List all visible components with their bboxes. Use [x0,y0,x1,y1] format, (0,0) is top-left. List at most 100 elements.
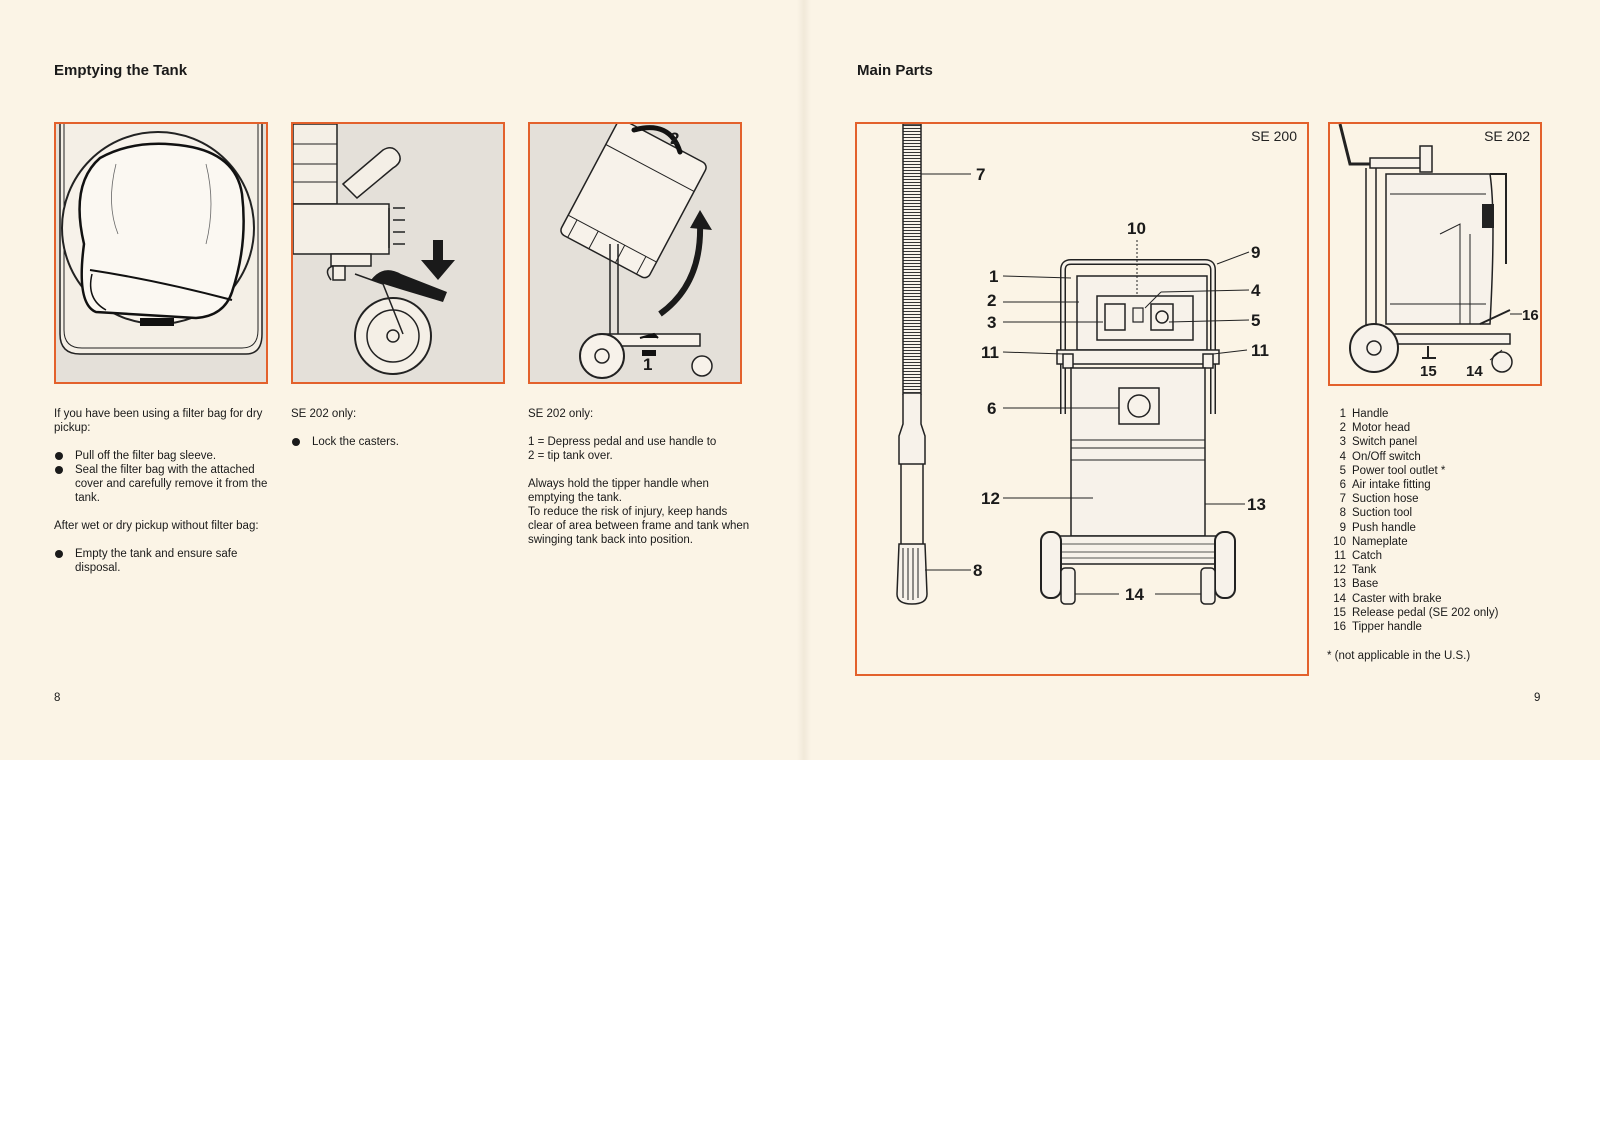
list-item: Seal the filter bag with the attached co… [54,463,274,505]
figure-main-parts: SE 200 [855,122,1309,676]
part-name: Air intake fitting [1352,479,1431,492]
page-number-left: 8 [54,692,61,704]
figure-callout: 6 [987,399,996,418]
figure-callout: 8 [973,561,982,580]
list-item: 1 Handle [1330,407,1498,421]
part-name: Nameplate [1352,535,1408,548]
bullet-icon [55,452,63,460]
part-number: 1 [1339,408,1346,420]
list-item: 16 Tipper handle [1330,620,1498,634]
list-item: 7 Suction hose [1330,492,1498,506]
part-name: Handle [1352,408,1389,420]
filter-bag-illustration [59,124,263,355]
part-name: Tank [1352,564,1377,577]
figure-callout: 11 [1251,341,1269,360]
figure-tipping-tank: 2 1 [528,122,742,384]
part-number: 13 [1333,578,1346,591]
part-name: Release pedal (SE 202 only) [1352,606,1499,619]
tipping-tank-illustration: 2 1 [560,124,713,379]
manual-spread: Emptying the Tank [0,0,1600,760]
part-number: 2 [1339,422,1346,435]
figure-callout: 5 [1251,311,1260,330]
part-number: 7 [1339,493,1346,506]
figure-callout: 16 [1522,307,1539,324]
list-item: 12 Tank [1330,563,1498,577]
figure-callout: 9 [1251,243,1260,262]
text-column-1: If you have been using a filter bag for … [54,407,274,589]
part-name: Tipper handle [1352,621,1422,634]
bullet-icon [55,550,63,558]
part-number: 5 [1339,464,1346,477]
figure-callout: 12 [981,489,1000,508]
figure-callout: 7 [976,165,985,184]
left-page-heading: Emptying the Tank [54,62,188,79]
figure-filter-bag [54,122,268,384]
part-number: 10 [1333,535,1346,548]
part-number: 3 [1339,436,1346,449]
part-number: 8 [1339,507,1346,520]
figure-callout: 2 [987,291,996,310]
figure-callout: 2 [670,129,679,148]
figure-callout: 10 [1127,219,1146,238]
list-item: 8 Suction tool [1330,506,1498,520]
figure-callout: 1 [643,355,652,374]
list-item: 2 Motor head [1330,421,1498,435]
list-item: Pull off the filter bag sleeve. [54,449,274,463]
list-item: 15 Release pedal (SE 202 only) [1330,606,1498,620]
warning-1: Always hold the tipper handle when empty… [528,478,709,504]
part-number: 6 [1339,479,1346,492]
figure-callout: 3 [987,313,996,332]
vacuum-se202-illustration: 16 15 14 [1338,124,1539,380]
list-item: 6 Air intake fitting [1330,478,1498,492]
part-name: Suction tool [1352,507,1413,520]
figure-callout: 11 [981,343,999,362]
figure-callout: 13 [1247,495,1266,514]
right-page-heading: Main Parts [857,62,933,79]
figure-callout: 14 [1125,585,1144,604]
model-label: SE 200 [1251,128,1297,144]
part-name: Catch [1352,550,1383,563]
part-number: 4 [1339,450,1346,463]
part-number: 15 [1333,606,1346,619]
text-column-2: SE 202 only: Lock the casters. [291,407,511,463]
bullet-icon [55,466,63,474]
paragraph: After wet or dry pickup without filter b… [54,520,259,532]
part-name: Caster with brake [1352,592,1442,605]
bullet-list: Lock the casters. [291,435,511,449]
figure-se202: SE 202 16 15 14 [1328,122,1542,386]
part-number: 12 [1333,564,1346,577]
figure-callout: 14 [1466,363,1483,380]
part-name: Motor head [1352,422,1411,435]
bullet-icon [292,438,300,446]
part-number: 16 [1333,621,1346,634]
part-number: 11 [1334,550,1346,563]
list-item-text: Pull off the filter bag sleeve. [75,450,217,462]
part-name: Switch panel [1352,436,1418,449]
bullet-list: Pull off the filter bag sleeve. Seal the… [54,449,274,505]
vacuum-se200-illustration: 7 10 9 1 2 3 4 5 11 11 6 12 13 8 14 [896,124,1269,605]
list-item: 10 Nameplate [1330,535,1498,549]
list-item-text: Empty the tank and ensure safe disposal. [75,548,238,574]
figure-callout: 15 [1420,363,1437,380]
list-item: 11 Catch [1330,549,1498,563]
warning: Always hold the tipper handle when empty… [528,477,750,547]
page-fold [797,0,811,760]
list-item: 3 Switch panel [1330,435,1498,449]
part-name: Suction hose [1352,493,1419,506]
figure-caster-lock [291,122,505,384]
paragraph: SE 202 only: [291,408,357,420]
step-2: 2 = tip tank over. [528,450,613,462]
part-name: Push handle [1352,521,1416,534]
paragraph: SE 202 only: [528,408,594,420]
list-item-text: Seal the filter bag with the attached co… [75,464,268,504]
footnote: * (not applicable in the U.S.) [1327,650,1471,662]
list-item-text: Lock the casters. [312,436,399,448]
figure-callout: 1 [989,267,998,286]
